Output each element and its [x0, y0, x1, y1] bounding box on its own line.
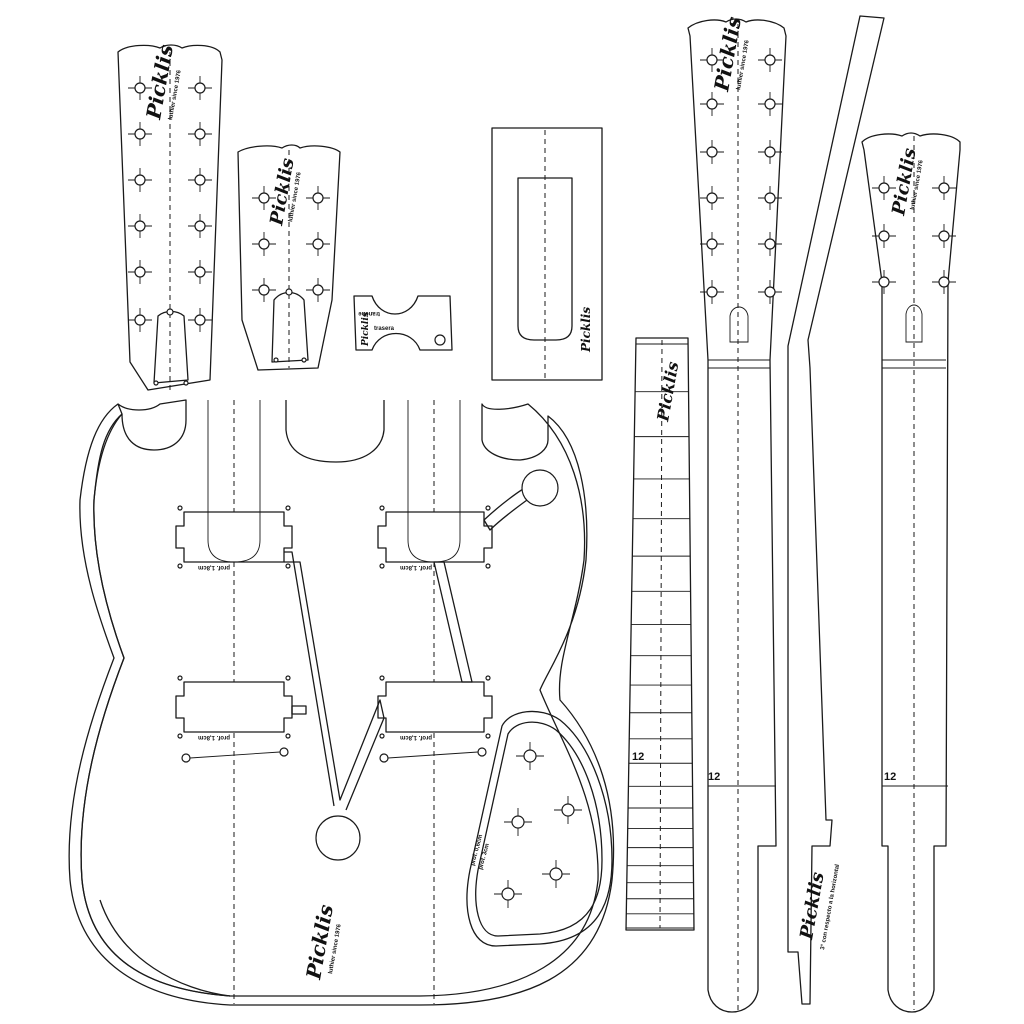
tuner-hole — [872, 176, 896, 200]
tuner-hole — [758, 280, 782, 304]
tuner-hole — [872, 270, 896, 294]
tuner-hole — [700, 280, 724, 304]
headstock-6-string-small: Picklis luthier since 1976 — [237, 144, 341, 371]
tuner-hole — [306, 186, 330, 210]
neck-6-string: Picklis luthier since 1976 12 — [861, 132, 961, 1013]
tuner-hole — [700, 48, 724, 72]
tuner-hole — [872, 224, 896, 248]
tuner-hole — [252, 232, 276, 256]
fret-12-label: 12 — [632, 751, 644, 763]
pickup-depth-label: prof. 1,8cm — [400, 734, 432, 740]
tuner-hole — [128, 168, 152, 192]
tuner-hole — [252, 186, 276, 210]
fret-12-label: 12 — [708, 771, 720, 783]
small-template-label-2: trasera — [374, 326, 395, 332]
small-template: tranche trasera Picklis — [353, 295, 453, 351]
tuner-hole — [188, 308, 212, 332]
tuner-hole — [932, 270, 956, 294]
tuner-hole — [188, 122, 212, 146]
double-neck-body: prof. 1,8cm prof. 1,8cm prof. 1,8cm prof… — [68, 399, 615, 1006]
tuner-hole — [758, 92, 782, 116]
tuner-hole — [188, 214, 212, 238]
brand-logo: Picklis — [361, 312, 371, 347]
brand-logo: Picklis — [579, 307, 593, 353]
tuner-hole — [188, 168, 212, 192]
tuner-marks — [128, 48, 956, 332]
tuner-hole — [932, 224, 956, 248]
pickup-depth-label: prof. 1,8cm — [198, 564, 230, 570]
fretboard: Picklis 12 — [625, 337, 695, 931]
tuner-hole — [188, 260, 212, 284]
tuner-hole — [252, 278, 276, 302]
tuner-hole — [758, 186, 782, 210]
tuner-hole — [758, 48, 782, 72]
fret-12-label: 12 — [884, 771, 896, 783]
neck-pocket-template: Picklis — [491, 127, 603, 381]
control-knobs — [494, 742, 582, 908]
pickup-depth-label: prof. 1,8cm — [400, 564, 432, 570]
fret-lines — [626, 339, 694, 929]
tuner-hole — [700, 92, 724, 116]
tuner-hole — [128, 260, 152, 284]
pickup-routs: prof. 1,8cm prof. 1,8cm prof. 1,8cm prof… — [175, 511, 493, 740]
tuner-hole — [128, 308, 152, 332]
headstock-12-string: Picklis luthier since 1976 — [117, 43, 223, 391]
tuner-hole — [306, 278, 330, 302]
tuner-hole — [128, 76, 152, 100]
tuner-hole — [700, 232, 724, 256]
small-template-label-1: tranche — [358, 310, 380, 316]
tuner-hole — [758, 140, 782, 164]
pickup-depth-label: prof. 1,8cm — [198, 734, 230, 740]
tuner-hole — [700, 140, 724, 164]
tuner-hole — [128, 214, 152, 238]
tuner-hole — [932, 176, 956, 200]
tuner-hole — [128, 122, 152, 146]
tuner-hole — [700, 186, 724, 210]
tuner-hole — [758, 232, 782, 256]
tuner-hole — [188, 76, 212, 100]
neck-12-string: Picklis luthier since 1976 12 — [687, 15, 787, 1013]
tuner-hole — [306, 232, 330, 256]
neck-side-profile: Picklis 3° con respecto a la horizontal — [787, 15, 885, 1005]
